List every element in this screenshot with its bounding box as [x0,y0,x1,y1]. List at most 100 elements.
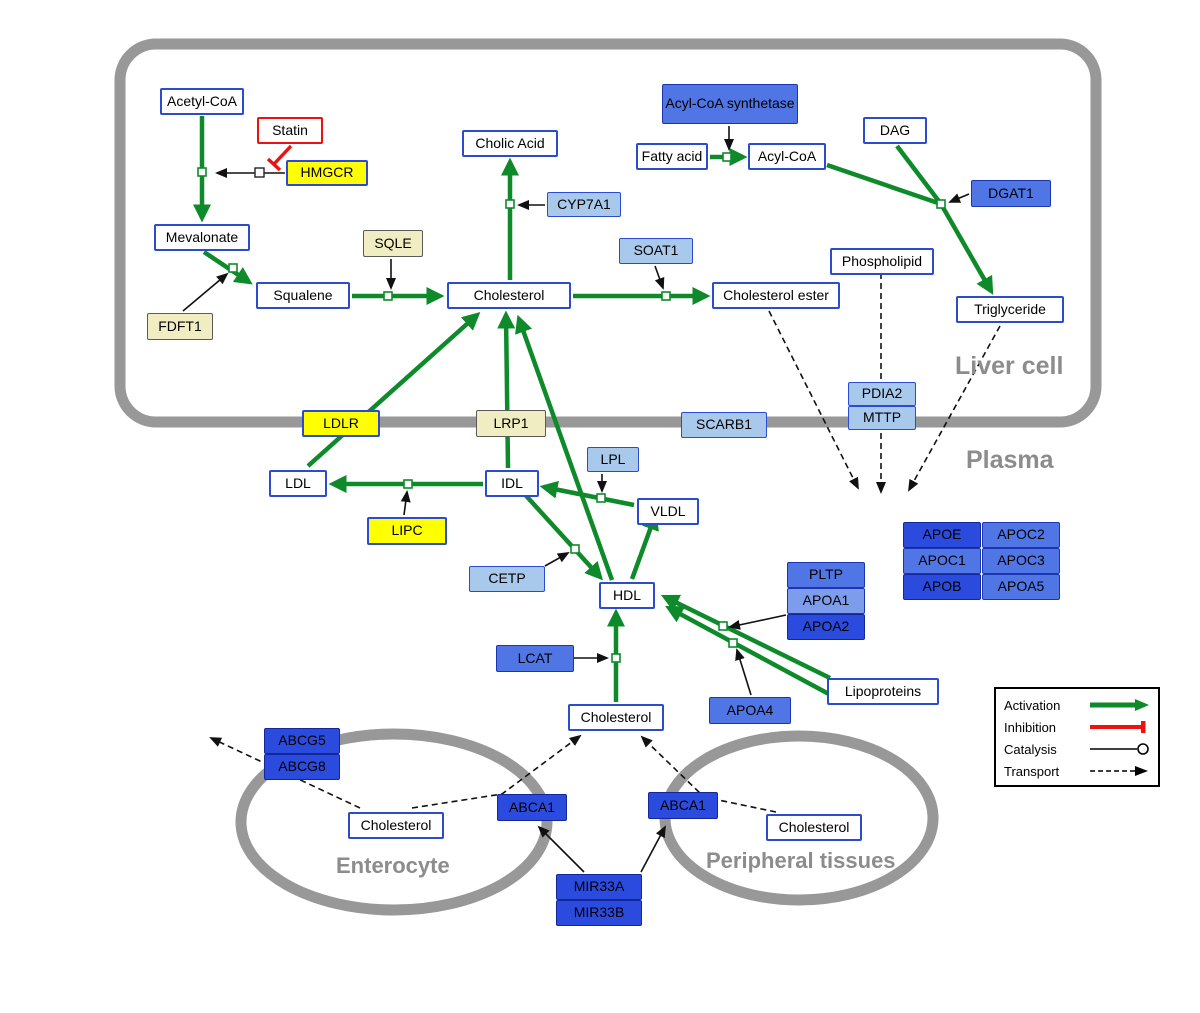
node-cholesterol-plasma[interactable]: Cholesterol [568,704,664,731]
node-apoa4[interactable]: APOA4 [709,697,791,724]
node-mir33a[interactable]: MIR33A [556,874,642,900]
node-pltp[interactable]: PLTP [787,562,865,588]
plasma-label: Plasma [966,446,1054,474]
edge-mevalonate-squalene [202,250,253,285]
node-cholesterol-ester[interactable]: Cholesterol ester [712,282,840,309]
transport-triglyceride-plasma [908,325,1001,492]
liver-cell-membrane [114,38,1102,428]
activation-arrow-icon [1090,699,1149,711]
edge-dag-dgat1junction [895,144,943,206]
edge-acylcoa-dgat1junction [826,162,942,207]
node-mevalonate[interactable]: Mevalonate [154,224,250,251]
node-apoc2[interactable]: APOC2 [982,522,1060,548]
edge-hdl-cholesterol [515,314,615,581]
node-abcg8[interactable]: ABCG8 [264,754,340,780]
legend-transport-row: Transport [1004,761,1150,781]
node-lipoproteins[interactable]: Lipoproteins [827,678,939,705]
node-pdia2[interactable]: PDIA2 [848,382,916,406]
catalysis-apoa1-apoa2 [728,614,787,630]
node-cholesterol-peripheral[interactable]: Cholesterol [766,814,862,841]
catalysis-lipc [400,490,411,516]
node-lcat[interactable]: LCAT [496,645,574,672]
node-ldlr[interactable]: LDLR [302,410,380,437]
edge-vldl-idl [539,480,635,508]
legend-transport-label: Transport [1004,763,1060,779]
inhibition-tbar-icon [1090,721,1146,733]
peripheral-tissues-label: Peripheral tissues [706,848,896,873]
catalysis-dgat1 [948,193,970,203]
node-acetyl-coa[interactable]: Acetyl-CoA [160,88,244,115]
node-hmgcr[interactable]: HMGCR [286,160,368,186]
activation-edges [193,116,994,702]
legend: Activation Inhibition Catalysis Transpor… [994,687,1160,787]
catalysis-fdft1 [182,272,229,312]
node-triglyceride[interactable]: Triglyceride [956,296,1064,323]
node-fatty-acid[interactable]: Fatty acid [636,143,708,170]
node-acyl-coa2[interactable]: Acyl-CoA [748,143,826,170]
node-apoe[interactable]: APOE [903,522,981,548]
node-acyl-coa-synthetase[interactable]: Acyl-CoA synthetase [662,84,798,124]
edge-hdl-vldl [629,511,659,580]
edge-idl-cholesterol-via-lrp1 [497,310,516,469]
legend-inhibition-row: Inhibition [1004,717,1150,737]
node-abcg5[interactable]: ABCG5 [264,728,340,754]
node-apoa2[interactable]: APOA2 [787,614,865,640]
node-ldl[interactable]: LDL [269,470,327,497]
edge-lipoproteins-hdl-1 [660,594,831,681]
reaction-anchors [197,152,946,663]
node-dgat1[interactable]: DGAT1 [971,180,1051,207]
node-phospholipid[interactable]: Phospholipid [830,248,934,275]
catalysis-circle-icon [1090,743,1149,755]
enterocyte-membrane [235,728,553,916]
node-scarb1[interactable]: SCARB1 [681,412,767,438]
hmgcr-catalysis-node [254,167,265,178]
node-abca1-peripheral[interactable]: ABCA1 [648,792,718,819]
node-cetp[interactable]: CETP [469,566,545,592]
edge-lipoproteins-hdl-2 [665,605,842,702]
node-abca1-enterocyte[interactable]: ABCA1 [497,794,567,821]
node-hdl[interactable]: HDL [599,582,655,609]
node-cholesterol-enterocyte[interactable]: Cholesterol [348,812,444,839]
node-lipc[interactable]: LIPC [367,517,447,545]
catalysis-cetp [544,552,570,567]
catalysis-apoa4 [735,648,752,696]
legend-catalysis-row: Catalysis [1004,739,1150,759]
edge-ldl-cholesterol-via-ldlr [306,312,481,468]
edge-mir33-abca1-enterocyte [537,825,585,873]
node-apoa1[interactable]: APOA1 [787,588,865,614]
legend-catalysis-label: Catalysis [1004,741,1057,757]
node-cholesterol-liver[interactable]: Cholesterol [447,282,571,309]
edge-mir33-abca1-peripheral [640,825,666,873]
enterocyte-label: Enterocyte [336,853,450,878]
node-mir33b[interactable]: MIR33B [556,900,642,926]
node-vldl[interactable]: VLDL [637,498,699,525]
node-statin[interactable]: Statin [257,117,323,144]
edge-dgat1junction-triglyceride [939,202,994,295]
node-idl[interactable]: IDL [485,470,539,497]
inhibition-statin-hmgcr [266,144,293,172]
node-apoc3[interactable]: APOC3 [982,548,1060,574]
node-dag[interactable]: DAG [863,117,927,144]
legend-activation-row: Activation [1004,695,1150,715]
node-apoa5[interactable]: APOA5 [982,574,1060,600]
node-lpl[interactable]: LPL [587,447,639,472]
legend-activation-label: Activation [1004,697,1061,713]
catalysis-soat1 [654,265,665,290]
node-cyp7a1[interactable]: CYP7A1 [547,192,621,217]
transport-dashed-arrow-icon [1090,766,1148,776]
node-fdft1[interactable]: FDFT1 [147,313,213,340]
transport-cholesterolester-plasma [768,310,859,490]
liver-cell-label: Liver cell [955,352,1064,380]
legend-inhibition-label: Inhibition [1004,719,1057,735]
node-soat1[interactable]: SOAT1 [619,238,693,264]
node-mttp[interactable]: MTTP [848,406,916,430]
node-apob[interactable]: APOB [903,574,981,600]
node-apoc1[interactable]: APOC1 [903,548,981,574]
node-squalene[interactable]: Squalene [256,282,350,309]
node-cholic-acid[interactable]: Cholic Acid [462,130,558,157]
node-lrp1[interactable]: LRP1 [476,410,546,437]
node-sqle[interactable]: SQLE [363,230,423,257]
catalysis-edges [182,126,970,873]
